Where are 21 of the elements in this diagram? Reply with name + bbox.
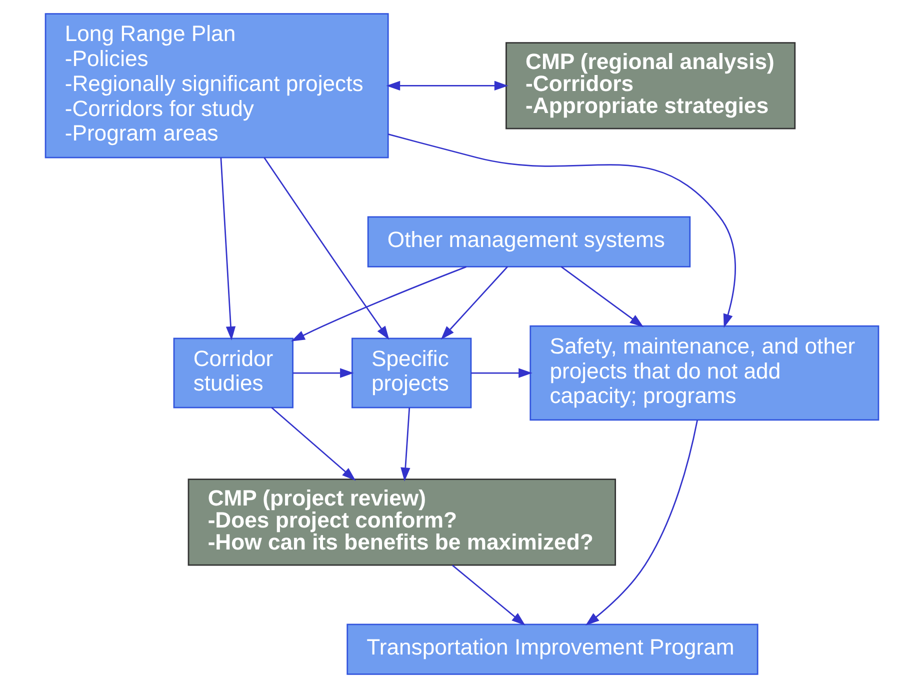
arrow	[271, 407, 356, 481]
node-box: Long Range Plan -Policies -Regionally significant projects -Corridors for study -Program areas	[44, 13, 389, 158]
arrow	[560, 266, 644, 328]
arrow	[264, 157, 390, 340]
node-box: Safety, maintenance, and other projects that do not add capacity; programs	[530, 325, 880, 421]
node-box: CMP (project review) -Does project conform? -How can its benefits be maximized?	[188, 478, 616, 566]
arrow	[471, 368, 532, 378]
arrow	[291, 266, 466, 342]
node-box: Other management systems	[367, 216, 691, 268]
node-box: Specific projects	[352, 338, 472, 408]
node-box: Corridor studies	[173, 338, 294, 408]
arrow	[386, 80, 508, 91]
arrow	[440, 266, 508, 340]
arrow	[452, 564, 526, 626]
arrow	[220, 158, 236, 340]
node-box: CMP (regional analysis) -Corridors -Appropriate strategies	[506, 42, 796, 130]
arrow	[400, 408, 410, 482]
node-box: Transportation Improvement Program	[346, 624, 758, 675]
arrow	[292, 368, 354, 378]
arrow	[388, 134, 736, 328]
arrow	[585, 420, 698, 626]
